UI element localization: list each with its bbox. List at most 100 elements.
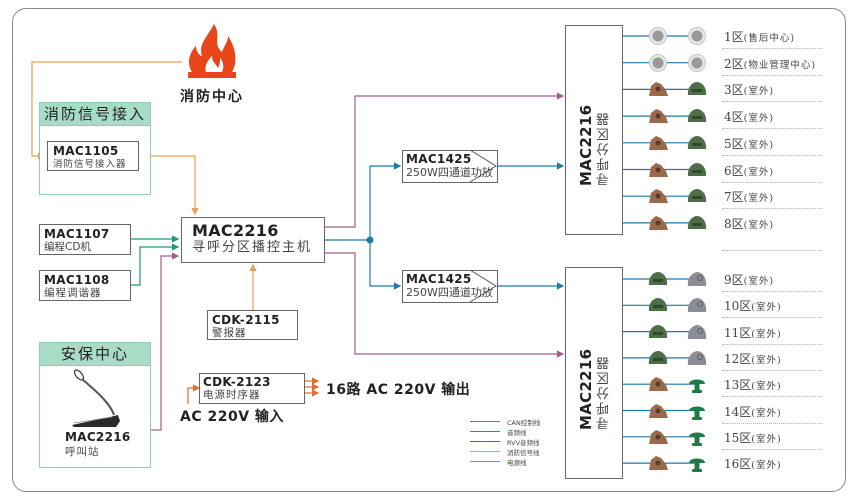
device-desc: 编程CD机 (44, 241, 91, 253)
rock-brown-speaker-icon (647, 214, 669, 232)
zone-separator (722, 101, 822, 103)
legend-label: 电源线 (507, 459, 527, 467)
wire-mac1108-to-host (130, 243, 180, 286)
device-amp1[interactable]: MAC1425 250W四通道功放 (402, 150, 498, 183)
zone-name: 9区 (724, 273, 744, 287)
zone-label: 9区(室外) (724, 271, 774, 288)
device-cdk2115[interactable]: CDK-2115 警报器 (207, 310, 298, 340)
frog-green-speaker-icon (647, 323, 669, 341)
zone-name: 3区 (724, 83, 744, 98)
device-model: MAC2216 (577, 348, 595, 430)
zone-location: (室外) (743, 276, 775, 287)
zone-location: (室外) (743, 166, 775, 178)
frog-green-speaker-icon (686, 161, 708, 179)
zone-location: (室外) (743, 113, 775, 125)
zone-location: (售后中心) (743, 33, 796, 44)
zone-label: 13区(室外) (724, 376, 782, 393)
call-station-desc: 呼叫站 (65, 446, 100, 458)
microphone-icon (72, 369, 120, 427)
zone-label: 2区(物业管理中心) (724, 55, 816, 72)
zone-label: 7区(室外) (724, 188, 774, 205)
device-mac1107[interactable]: MAC1107 编程CD机 (39, 224, 131, 255)
zoner-2-label: MAC2216 寻呼分区器 (576, 330, 614, 430)
fire-signal-group-title: 消防信号接入 (40, 103, 150, 126)
zone-location: (室外) (751, 381, 782, 393)
zone-name: 4区 (724, 110, 744, 125)
security-group: 安保中心 MAC2216 呼叫站 (39, 342, 151, 468)
wire-bus-to-amp1 (369, 162, 402, 240)
zone-label: 12区(室外) (724, 350, 782, 367)
zone-location: (室外) (751, 328, 782, 340)
zone-name: 1区 (724, 30, 744, 44)
device-model: MAC1425 (406, 152, 472, 166)
zone-separator (722, 128, 822, 130)
rock-grey-speaker-icon (686, 349, 708, 367)
zone-separator (722, 250, 822, 251)
zone-separator (722, 181, 822, 183)
zone-label: 15区(室外) (724, 429, 782, 446)
device-cdk2123[interactable]: CDK-2123 电源时序器 (199, 373, 305, 404)
zone-name: 2区 (724, 56, 744, 71)
device-desc: 警报器 (212, 327, 247, 339)
frog-green-speaker-icon (686, 134, 708, 152)
zone-name: 12区 (724, 351, 752, 366)
flame-icon (188, 24, 236, 78)
mushroom-green-speaker-icon (686, 402, 708, 420)
zone-separator (722, 208, 822, 210)
rock-brown-speaker-icon (647, 402, 669, 420)
diagram-frame (12, 8, 846, 492)
wire-host-to-zoner1 (325, 92, 565, 228)
device-desc: 寻呼分区器 (597, 111, 612, 186)
frog-green-speaker-icon (647, 270, 669, 288)
zone-location: (室外) (743, 219, 775, 231)
zone-label: 11区(室外) (724, 324, 782, 341)
frog-green-speaker-icon (686, 214, 708, 232)
wire-bus-to-amp2 (369, 240, 402, 290)
device-mac1105[interactable]: MAC1105 消防信号接入器 (47, 141, 139, 171)
zone-separator (722, 422, 822, 424)
rock-brown-speaker-icon (647, 428, 669, 446)
device-model: MAC1108 (44, 273, 110, 287)
amplifier-triangle-icon (469, 270, 497, 303)
zone-name: 5区 (724, 136, 744, 151)
security-group-title: 安保中心 (40, 343, 150, 366)
device-desc: 电源时序器 (203, 389, 261, 401)
power-output-label: 16路 AC 220V 输出 (326, 382, 471, 398)
zoner-1-label: MAC2216 寻呼分区器 (576, 86, 614, 186)
device-zoner-2[interactable]: MAC2216 寻呼分区器 (565, 267, 623, 479)
zone-location: (室外) (751, 433, 782, 445)
zone-location: (室外) (751, 407, 782, 419)
rock-grey-speaker-icon (686, 296, 708, 314)
zone-name: 8区 (724, 216, 744, 231)
zone-name: 16区 (724, 457, 752, 472)
zone-separator (722, 396, 822, 398)
device-main-host[interactable]: MAC2216 寻呼分区播控主机 (181, 217, 325, 263)
zone-separator (722, 369, 822, 371)
zone-location: (物业管理中心) (743, 59, 817, 71)
zone-separator (722, 317, 822, 319)
zone-label: 6区(室外) (724, 162, 774, 179)
device-model: MAC1107 (44, 227, 110, 241)
zone-separator (722, 343, 822, 345)
device-mac1108[interactable]: MAC1108 编程调谐器 (39, 270, 131, 301)
ceiling-speaker-icon (647, 53, 669, 72)
device-model: MAC2216 (192, 221, 279, 240)
wire-host-to-zoner2 (325, 252, 565, 358)
rock-grey-speaker-icon (686, 323, 708, 341)
rock-brown-speaker-icon (647, 80, 669, 98)
zone-location: (室外) (751, 302, 782, 314)
ceiling-speaker-icon (686, 27, 708, 45)
zone-separator (722, 448, 822, 450)
zone-location: (室外) (743, 193, 775, 205)
wire-mac1105-to-host (138, 155, 199, 216)
device-amp2[interactable]: MAC1425 250W四通道功放 (402, 270, 498, 303)
zone-name: 15区 (724, 430, 752, 445)
fire-center-label: 消防中心 (180, 89, 244, 105)
zone-name: 7区 (724, 190, 744, 205)
zone-label: 1区(售后中心) (724, 28, 795, 45)
device-zoner-1[interactable]: MAC2216 寻呼分区器 (565, 25, 623, 235)
device-model: MAC1105 (53, 144, 119, 158)
legend-label: CAN控制线 (507, 419, 541, 427)
zone-name: 14区 (724, 404, 752, 419)
frog-green-speaker-icon (647, 296, 669, 314)
